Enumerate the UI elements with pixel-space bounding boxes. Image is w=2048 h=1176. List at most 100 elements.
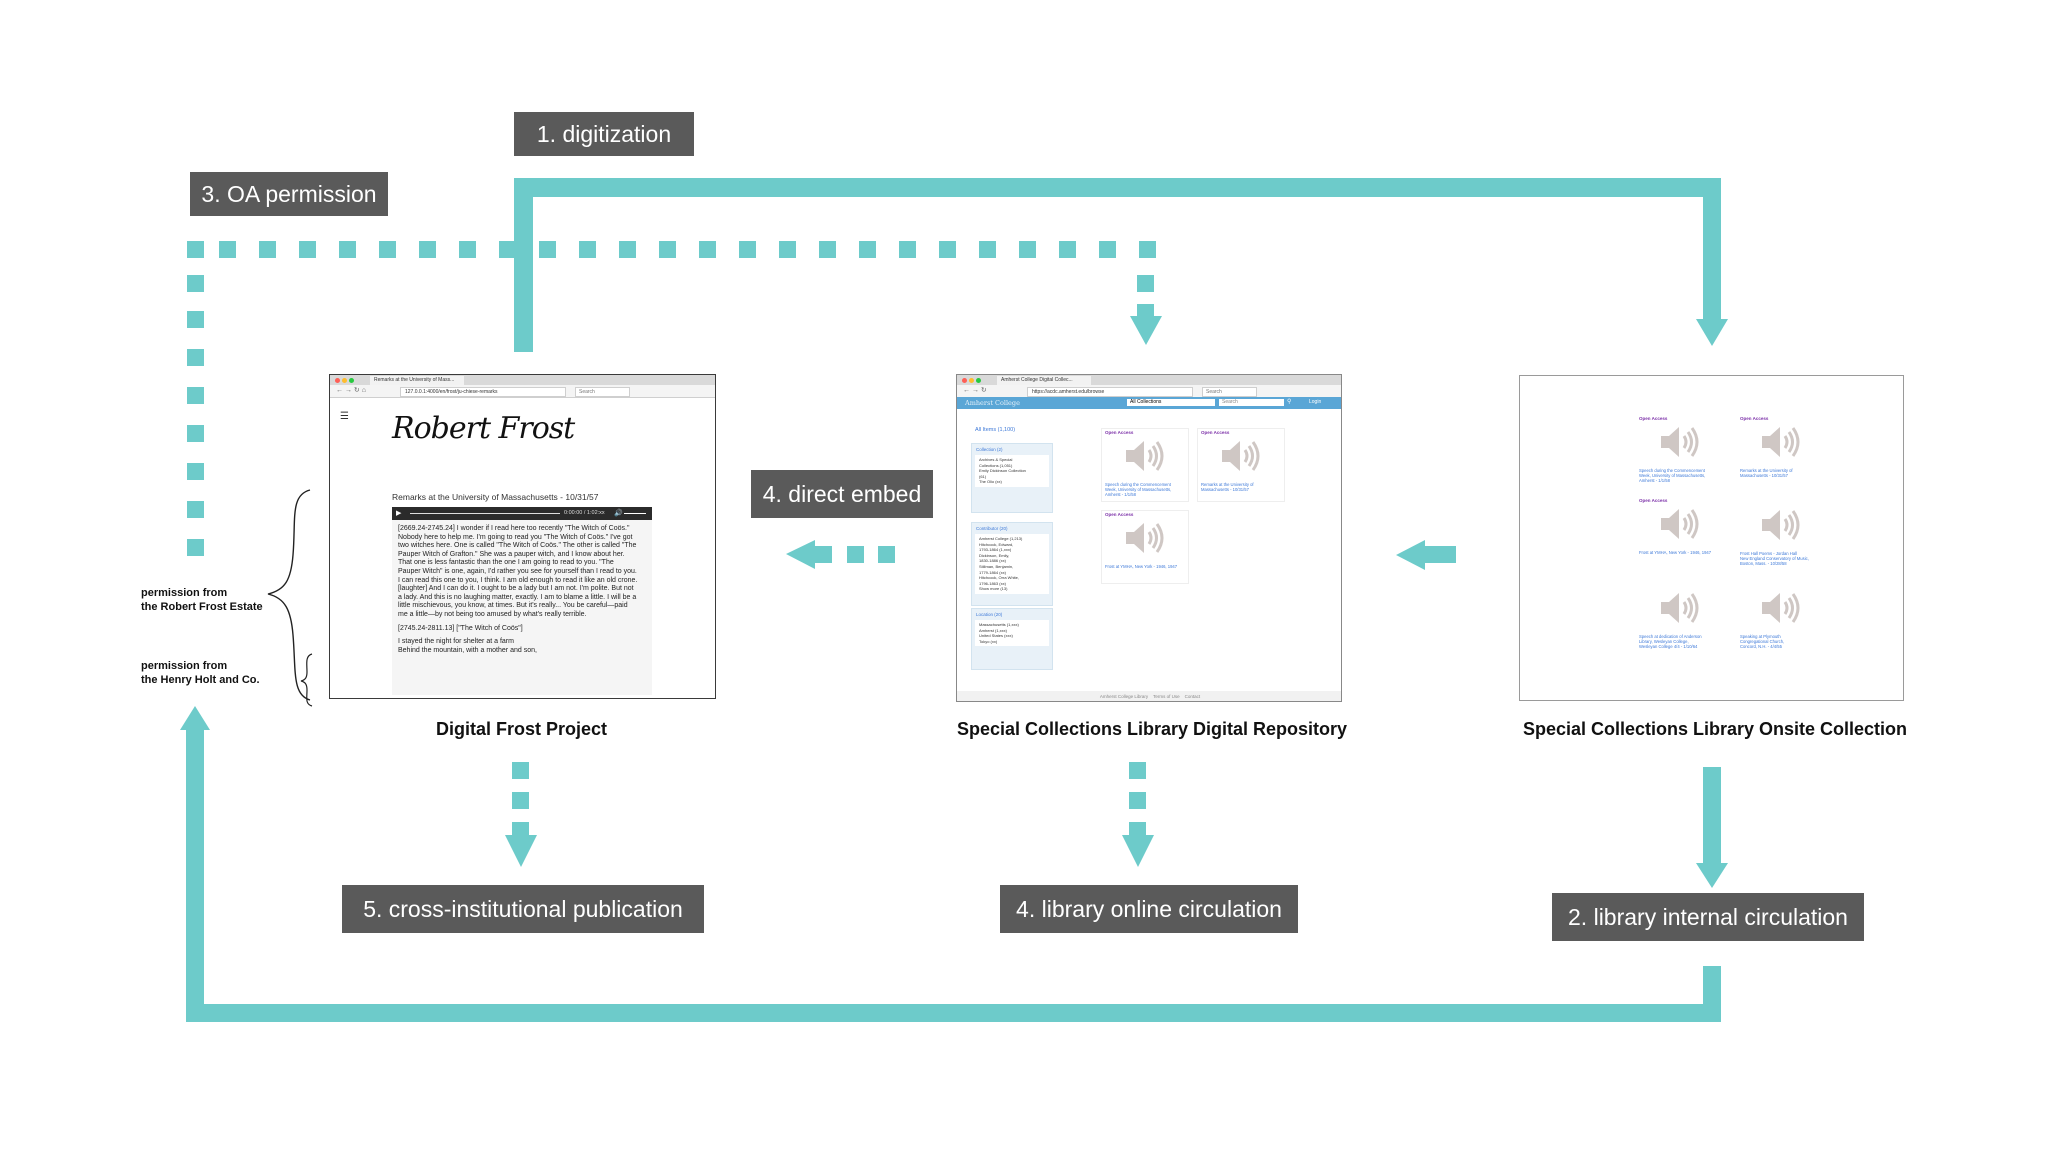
facet-item[interactable]: Show more (13) [979, 586, 1008, 592]
audio-progress[interactable] [410, 513, 560, 514]
open-access-tag: Open Access [1105, 512, 1134, 517]
facet-item[interactable]: 1830-1886 (xx) [979, 558, 1006, 564]
browser-search-input[interactable]: Search [575, 387, 630, 397]
card-caption[interactable]: Speech at dedication of Anderson [1639, 634, 1702, 639]
card-caption[interactable]: Frost at YMHA, New York - 1946, 1947 [1105, 564, 1178, 569]
card-caption[interactable]: Congregational Church, [1740, 639, 1785, 644]
oa-permission-label: 3. OA permission [190, 172, 388, 216]
browser-tab[interactable]: Remarks at the University of Mass... [370, 376, 464, 385]
card-caption[interactable]: Wesleyan College 4/4 - 1/10/64 [1639, 644, 1698, 649]
facet-item[interactable]: The Olio (xx) [979, 479, 1002, 485]
facet-item[interactable]: 1796-1863 (xx) [979, 580, 1006, 586]
browser-search-input[interactable]: Search [1202, 387, 1257, 397]
url-field[interactable]: https://acdc.amherst.edu/browse [1027, 387, 1193, 397]
speaker-icon[interactable] [1201, 438, 1279, 479]
volume-slider[interactable] [624, 513, 646, 514]
card-caption[interactable]: Remarks at the University of [1740, 468, 1793, 473]
card-caption[interactable]: New England Conservatory of Music, [1740, 556, 1809, 561]
direct-embed-label: 4. direct embed [751, 470, 933, 518]
site-search-input[interactable]: Search [1219, 399, 1284, 406]
frost-project-screenshot: Remarks at the University of Mass... ← →… [329, 374, 716, 699]
site-name[interactable]: Amherst College [965, 399, 1020, 407]
speaker-icon[interactable] [1740, 424, 1820, 465]
collection-dropdown[interactable]: All Collections [1127, 399, 1215, 406]
all-items-link[interactable]: All Items (1,100) [975, 427, 1016, 433]
oa-permission-arrow [187, 241, 1162, 556]
facet-item[interactable]: Archives & Special [979, 457, 1013, 462]
card-caption[interactable]: Frost at YMHA, New York - 1946, 1947 [1639, 550, 1712, 555]
speaker-icon[interactable] [1639, 590, 1719, 631]
facet-item[interactable]: United States (xxx) [979, 633, 1013, 639]
facet-item[interactable]: Collections (1,051) [979, 462, 1013, 468]
facet-item[interactable]: Amherst (1,xxx) [979, 627, 1008, 633]
card-caption[interactable]: Amherst - 1/1/58 [1105, 492, 1136, 497]
digital-repository-caption: Special Collections Library Digital Repo… [956, 719, 1348, 739]
card-caption[interactable]: Speaking at Plymouth [1740, 634, 1781, 639]
hamburger-menu-icon[interactable]: ☰ [340, 411, 349, 422]
card-caption[interactable]: Week, University of Massachusetts, [1105, 487, 1172, 492]
facet-item[interactable]: Tokyo (xx) [979, 638, 998, 644]
login-button[interactable]: Login [1309, 399, 1322, 405]
play-icon[interactable]: ▶ [396, 510, 402, 517]
speaker-icon[interactable] [1639, 506, 1719, 547]
facet-title[interactable]: Location (20) [976, 612, 1003, 617]
frost-project-caption: Digital Frost Project [435, 719, 608, 739]
speaker-icon[interactable] [1105, 520, 1183, 561]
nav-back-icon[interactable]: ← → ↻ [963, 387, 987, 394]
url-field[interactable]: 127.0.0.1:4000/en/frost/ju-chiese-remark… [400, 387, 566, 397]
card-caption[interactable]: Frost Hall Poems - Jordan Hall [1740, 551, 1798, 556]
search-icon[interactable]: ⚲ [1287, 399, 1292, 405]
card-caption[interactable]: Massachusetts - 10/31/57 [1740, 473, 1788, 478]
footer-link[interactable]: Contact [1184, 694, 1201, 699]
browser-tab[interactable]: Amherst College Digital Collec... [997, 376, 1091, 385]
card-caption[interactable]: Concord, N.H. - 4/4/55 [1740, 644, 1782, 649]
footer-link[interactable]: Terms of Use [1153, 694, 1180, 699]
facet-item[interactable]: (61) [979, 473, 987, 479]
facet-box: Location (20) Massachusetts (1,xxx)Amhers… [971, 608, 1053, 670]
speaker-icon[interactable] [1105, 438, 1183, 479]
card-caption[interactable]: Amherst - 1/1/58 [1639, 478, 1670, 483]
facet-item[interactable]: Stillman, Benjamin, [979, 563, 1014, 569]
card-caption[interactable]: Speech during the Commencement [1639, 468, 1705, 473]
facet-item[interactable]: Hitchcock, Edward, [979, 541, 1014, 547]
audio-player[interactable]: ▶ 0:00:00 / 1:02:xx 🔊 [392, 507, 652, 520]
card-caption[interactable]: Library, Wesleyan College, [1639, 639, 1689, 644]
card-caption[interactable]: Remarks at the University of [1201, 482, 1254, 487]
library-internal-label: 2. library internal circulation [1552, 893, 1864, 941]
speaker-icon[interactable] [1639, 424, 1719, 465]
speaker-icon[interactable] [1740, 507, 1820, 548]
facet-title[interactable]: Collection (2) [976, 447, 1003, 452]
online-circulation-arrow [1122, 762, 1154, 867]
card-caption[interactable]: Boston, Mass. - 10/28/58 [1740, 561, 1787, 566]
nav-back-icon[interactable]: ← → ↻ ⌂ [336, 387, 366, 394]
card-caption[interactable]: Speech during the Commencement [1105, 482, 1171, 487]
facet-item[interactable]: 1793-1864 (1,xxx) [979, 547, 1012, 553]
facet-item[interactable]: Dickinson, Emily, [979, 552, 1010, 558]
facet-item[interactable]: Emily Dickinson Collection [979, 468, 1026, 474]
card-caption[interactable]: Massachusetts - 10/31/57 [1201, 487, 1249, 492]
facet-item[interactable]: 1779-1864 (xx) [979, 569, 1006, 575]
estate-brace [267, 489, 311, 701]
library-online-label: 4. library online circulation [1000, 885, 1298, 933]
facet-item[interactable]: Amherst College (1,213) [979, 536, 1023, 541]
facet-box: Contributor (20)Amherst College (1,213)H… [971, 522, 1053, 606]
transcript: [2669.24-2745.24] I wonder if I read her… [398, 525, 638, 654]
facet-item[interactable]: Hitchcock, Orra White, [979, 575, 1020, 581]
speaker-icon[interactable] [1740, 590, 1820, 631]
footer-link[interactable]: Amherst College Library [1099, 694, 1149, 699]
repository-screenshot: Amherst College Digital Collec... ← → ↻ … [956, 374, 1342, 702]
facet-item[interactable]: Massachusetts (1,xxx) [979, 622, 1019, 627]
card-caption[interactable]: Week, University of Massachusetts, [1639, 473, 1706, 478]
volume-icon[interactable]: 🔊 [614, 510, 623, 517]
facet-title[interactable]: Contributor (20) [976, 526, 1008, 531]
